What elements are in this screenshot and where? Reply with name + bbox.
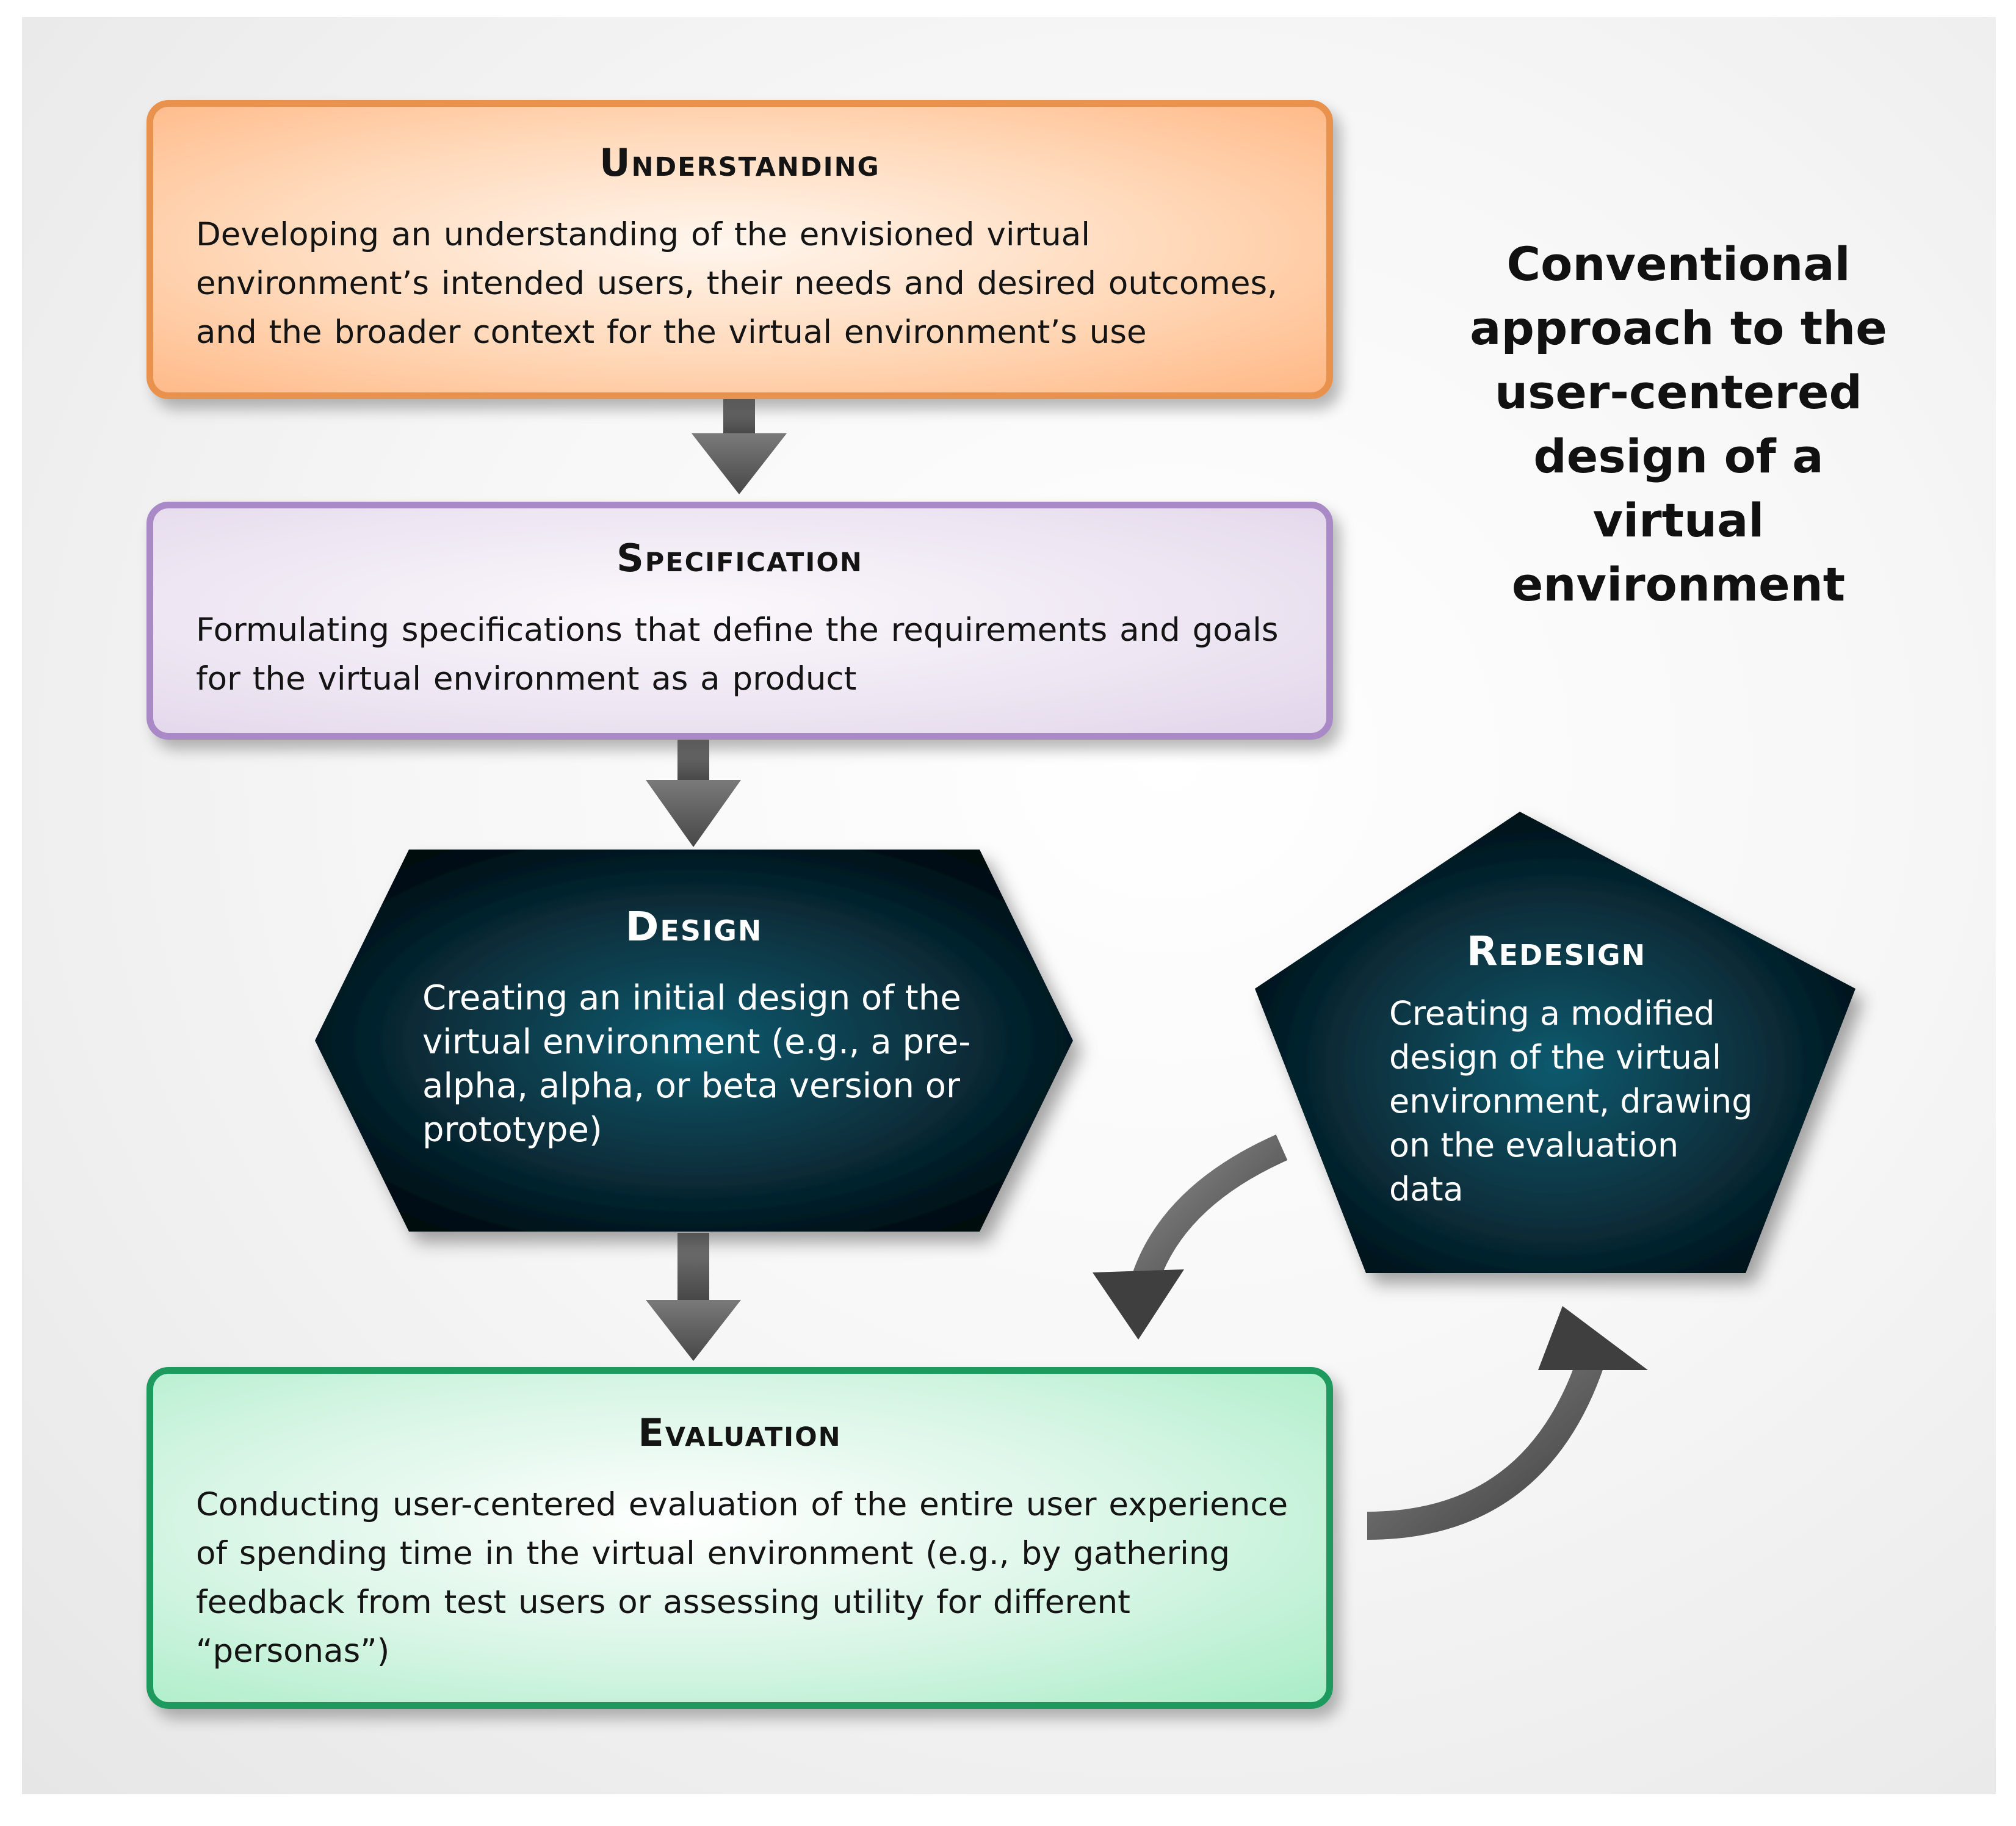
- specification-box: Specification Formulating specifications…: [146, 502, 1333, 740]
- understanding-title: Understanding: [599, 140, 880, 185]
- design-title: Design: [625, 903, 763, 950]
- specification-title: Specification: [616, 536, 863, 580]
- redesign-text: Creating a modified design of the virtua…: [1389, 994, 1753, 1208]
- evaluation-box: Evaluation Conducting user-centered eval…: [146, 1367, 1333, 1709]
- redesign-title: Redesign: [1466, 928, 1647, 975]
- understanding-text: Developing an understanding of the envis…: [196, 216, 1277, 351]
- arrow-evaluation-to-redesign: [1367, 1306, 1648, 1540]
- arrow-specification-to-design: [646, 740, 741, 847]
- evaluation-title: Evaluation: [638, 1410, 842, 1455]
- understanding-box: Understanding Developing an understandin…: [146, 100, 1333, 399]
- evaluation-text: Conducting user-centered evaluation of t…: [196, 1486, 1288, 1670]
- diagram-title: Conventional approach to the user-center…: [1470, 237, 1887, 612]
- arrow-design-to-evaluation: [646, 1233, 741, 1361]
- arrow-redesign-to-evaluation: [1093, 1134, 1288, 1340]
- arrow-understanding-to-specification: [692, 399, 787, 494]
- specification-text: Formulating specifications that define t…: [196, 612, 1279, 698]
- design-text: Creating an initial design of the virtua…: [422, 978, 971, 1150]
